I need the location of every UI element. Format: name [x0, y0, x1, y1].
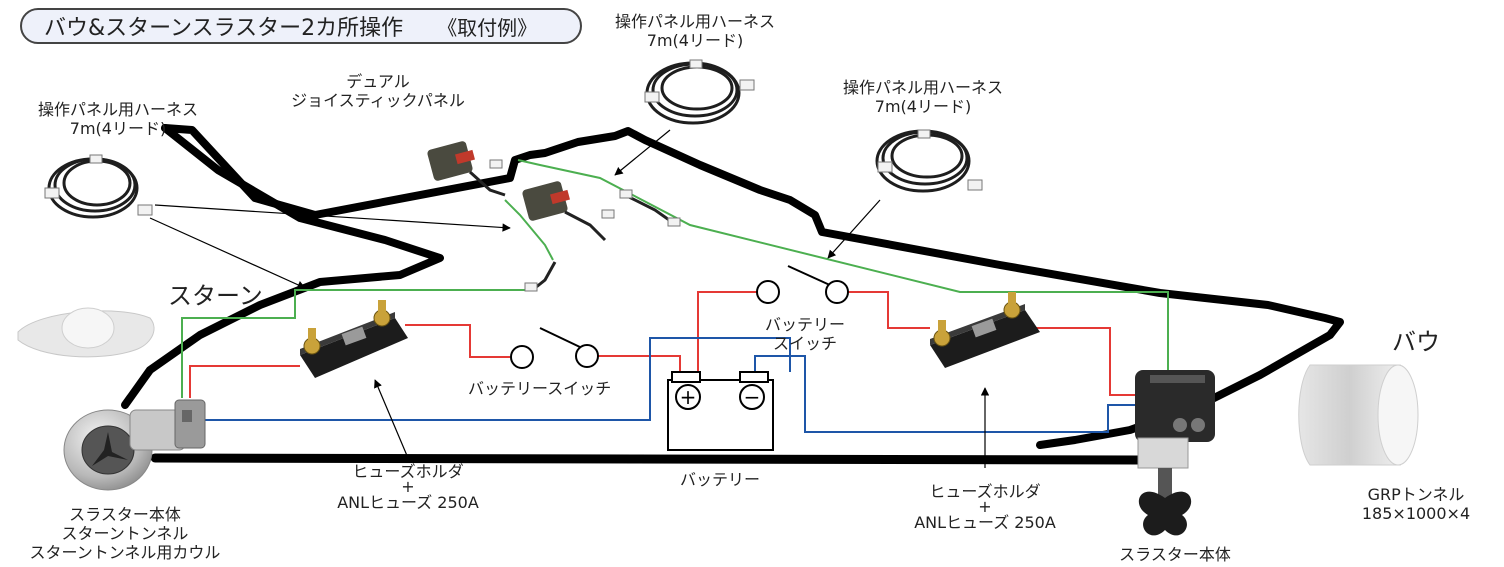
negative-wires — [205, 337, 1135, 433]
battery-switch-right-label: バッテリー スイッチ — [745, 315, 865, 353]
fuse-left-label-line2: + — [401, 477, 415, 496]
stern-thruster-label: スラスター本体 スターントンネル スターントンネル用カウル — [10, 505, 240, 562]
keel-line — [150, 453, 1145, 465]
harness-coil-top — [644, 59, 755, 125]
positive-wires — [189, 291, 1135, 398]
harness-top-label: 操作パネル用ハーネス 7m(4リード) — [590, 12, 800, 50]
dual-panel-label-line1: デュアル — [346, 72, 410, 91]
stern-thruster-label-line1: スラスター本体 — [69, 505, 181, 524]
battery: + − — [667, 371, 774, 451]
stern-thruster-label-line2: スターントンネル — [61, 524, 189, 543]
stern-tunnel-cowl — [17, 307, 155, 358]
page-title: バウ&スターンスラスター2カ所操作 — [44, 16, 404, 41]
bow-thruster-label: スラスター本体 — [1119, 545, 1231, 564]
battery-plus-symbol: + — [680, 385, 697, 409]
fuse-right-label-line3: ANLヒューズ 250A — [914, 513, 1056, 532]
grp-tunnel — [1298, 364, 1419, 466]
harness-coil-left — [44, 154, 153, 219]
harness-left-label-line2: 7m(4リード) — [69, 119, 167, 138]
title-box: バウ&スターンスラスター2カ所操作 《取付例》 — [20, 8, 582, 44]
fuse-right-label-line1: ヒューズホルダ — [929, 482, 1041, 501]
dual-panel-label-line2: ジョイスティックパネル — [291, 91, 465, 110]
battery-switch-left — [510, 327, 599, 369]
battery-switch-left-label: バッテリースイッチ — [468, 379, 612, 398]
fuse-holder-left — [300, 300, 408, 378]
bow-label: バウ — [1392, 328, 1440, 356]
control-wires — [181, 159, 1169, 398]
harness-right-label: 操作パネル用ハーネス 7m(4リード) — [818, 78, 1028, 116]
joystick-panel-lower — [522, 181, 681, 292]
battery-minus-symbol: − — [744, 385, 761, 409]
joystick-panel-top — [427, 141, 506, 197]
harness-left-label: 操作パネル用ハーネス 7m(4リード) — [8, 100, 228, 138]
fuse-left-label: ヒューズホルダ + ANLヒューズ 250A — [318, 462, 498, 512]
battery-switch-right-label-line2: スイッチ — [772, 334, 837, 353]
stern-thruster-label-line3: スターントンネル用カウル — [29, 543, 221, 562]
grp-tunnel-label-line2: 185×1000×4 — [1361, 504, 1471, 523]
fuse-right-label: ヒューズホルダ + ANLヒューズ 250A — [895, 482, 1075, 532]
hull-stern-line — [121, 124, 444, 409]
grp-tunnel-label: GRPトンネル 185×1000×4 — [1336, 485, 1496, 523]
stern-label: スターン — [168, 282, 263, 310]
battery-switch-right-label-line1: バッテリー — [764, 315, 845, 334]
stern-thruster — [63, 399, 206, 491]
battery-switch-right — [756, 265, 849, 304]
grp-tunnel-label-line1: GRPトンネル — [1367, 485, 1465, 504]
hull-outline — [161, 124, 1344, 449]
fuse-left-label-line1: ヒューズホルダ — [352, 462, 464, 481]
fuse-left-label-line3: ANLヒューズ 250A — [337, 493, 479, 512]
harness-top-label-line1: 操作パネル用ハーネス — [614, 12, 775, 31]
bow-thruster — [1135, 370, 1215, 536]
fuse-holder-right — [930, 292, 1040, 368]
harness-right-label-line1: 操作パネル用ハーネス — [842, 78, 1003, 97]
title-note: 《取付例》 — [437, 15, 538, 40]
harness-top-label-line2: 7m(4リード) — [646, 31, 744, 50]
battery-label: バッテリー — [679, 470, 760, 489]
dual-panel-label: デュアル ジョイスティックパネル — [268, 72, 488, 110]
pointer-arrows — [149, 129, 990, 468]
harness-right-label-line2: 7m(4リード) — [874, 97, 972, 116]
fuse-right-label-line2: + — [978, 497, 992, 516]
harness-coil-right — [875, 129, 983, 193]
harness-left-label-line1: 操作パネル用ハーネス — [37, 100, 198, 119]
